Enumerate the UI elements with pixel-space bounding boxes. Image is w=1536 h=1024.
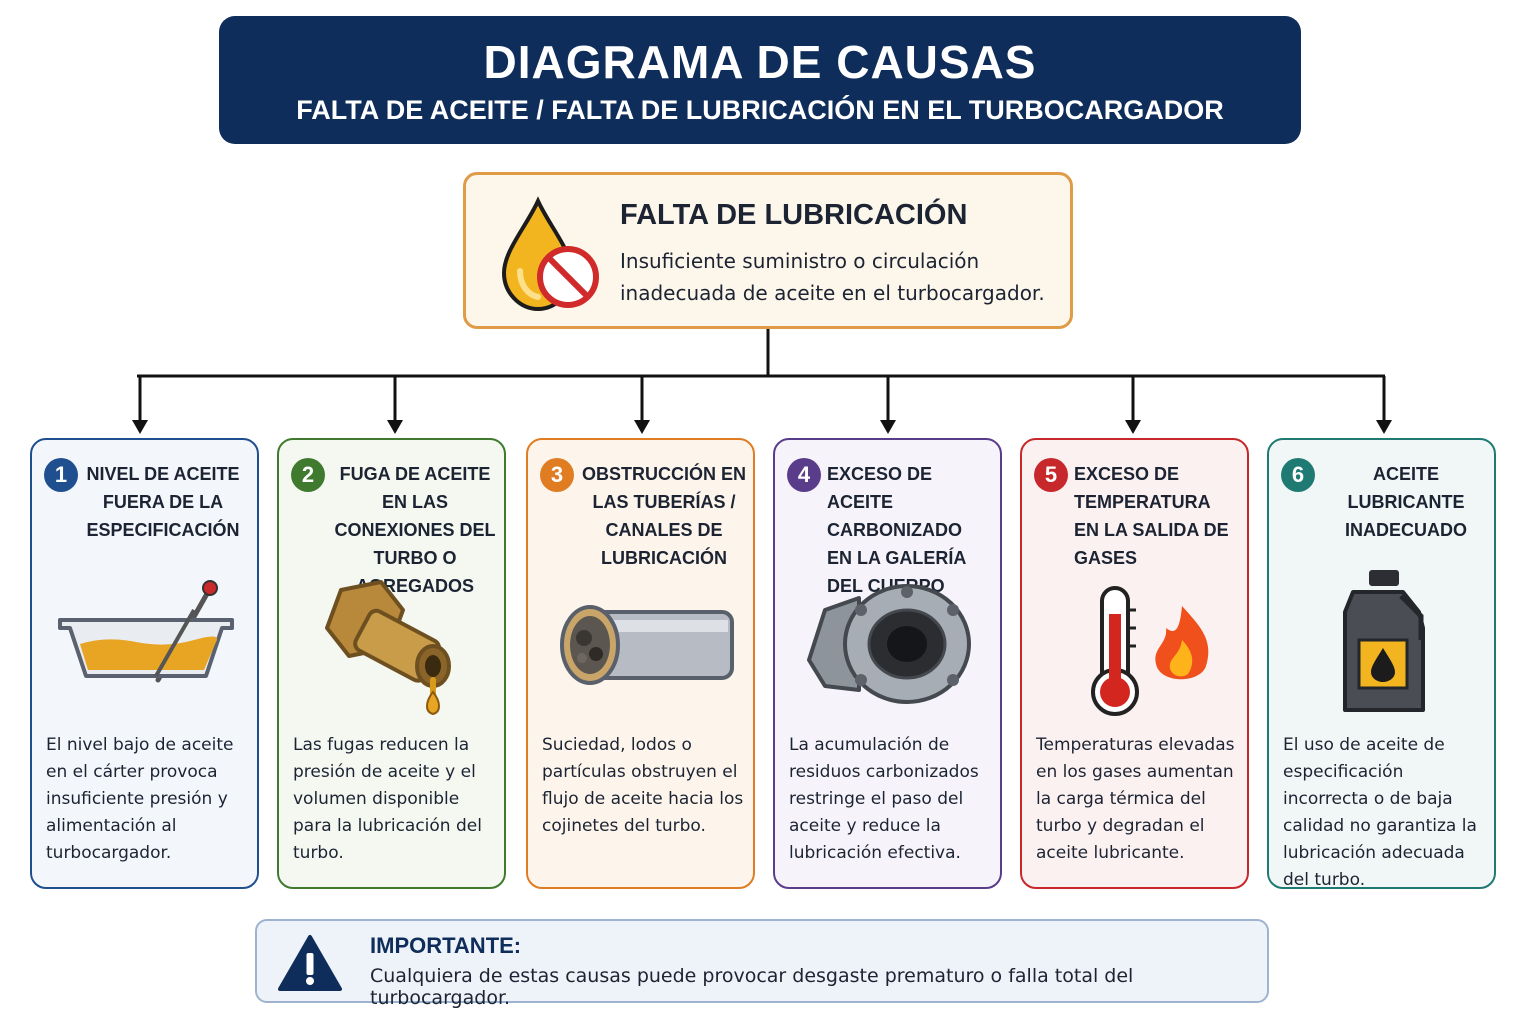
arrowhead-3	[634, 420, 650, 434]
cause-number-badge: 1	[44, 458, 78, 492]
cause-card-6: 6 ACEITE LUBRICANTE INADECUADO El uso de…	[1267, 438, 1496, 890]
cause-number-badge: 2	[291, 458, 325, 492]
cause-title: EXCESO DE TEMPERATURA EN LA SALIDA DE GA…	[1074, 464, 1229, 568]
arrowhead-1	[132, 420, 148, 434]
cause-description: El uso de aceite de especificación incor…	[1283, 735, 1477, 890]
arrowhead-6	[1376, 420, 1392, 434]
arrowhead-4	[880, 420, 896, 434]
cause-card-1: 1 NIVEL DE ACEITE FUERA DE LA ESPECIFICA…	[30, 438, 259, 889]
important-text: Cualquiera de estas causas puede provoca…	[370, 965, 1134, 1009]
turbo-center-housing-icon	[807, 584, 971, 704]
cause-number-badge: 6	[1281, 458, 1315, 492]
cause-title: NIVEL DE ACEITE FUERA DE LA ESPECIFICACI…	[86, 464, 240, 540]
cause-title: OBSTRUCCIÓN EN LAS TUBERÍAS / CANALES DE…	[581, 464, 746, 568]
cause-card-5: 5 EXCESO DE TEMPERATURA EN LA SALIDA DE …	[1020, 438, 1249, 889]
cause-number-badge: 3	[540, 458, 574, 492]
thermometer-flame-icon	[1091, 586, 1209, 716]
cause-title: ACEITE LUBRICANTE INADECUADO	[1344, 464, 1467, 540]
cause-description: Temperaturas elevadas en los gases aumen…	[1036, 735, 1235, 863]
header-banner: DIAGRAMA DE CAUSAS FALTA DE ACEITE / FAL…	[219, 16, 1301, 144]
important-title: IMPORTANTE:	[370, 933, 522, 958]
leaking-fitting-icon	[325, 580, 451, 716]
cause-description: El nivel bajo de aceite en el cárter pro…	[46, 735, 234, 863]
cause-description: Suciedad, lodos o partículas obstruyen e…	[542, 735, 744, 836]
cause-description: Las fugas reducen la presión de aceite y…	[293, 735, 482, 863]
oil-drop-prohibited-icon	[501, 196, 599, 312]
clogged-pipe-icon	[560, 605, 734, 685]
main-problem-description: Insuficiente suministro o circulación in…	[620, 249, 1045, 305]
oil-bottle-icon	[1343, 570, 1425, 712]
cause-description: La acumulación de residuos carbonizados …	[789, 735, 979, 863]
page-title: DIAGRAMA DE CAUSAS	[483, 36, 1037, 88]
cause-number-badge: 5	[1034, 458, 1068, 492]
arrowhead-2	[387, 420, 403, 434]
page-subtitle: FALTA DE ACEITE / FALTA DE LUBRICACIÓN E…	[296, 95, 1224, 125]
oil-pan-dipstick-icon	[58, 580, 234, 683]
important-note: IMPORTANTE: Cualquiera de estas causas p…	[255, 919, 1269, 1009]
arrowhead-5	[1125, 420, 1141, 434]
cause-title: FUGA DE ACEITE EN LAS CONEXIONES DEL TUR…	[334, 464, 496, 596]
main-problem-box: FALTA DE LUBRICACIÓN Insuficiente sumini…	[463, 172, 1073, 329]
cause-card-3: 3 OBSTRUCCIÓN EN LAS TUBERÍAS / CANALES …	[526, 438, 755, 889]
cause-number-badge: 4	[787, 458, 821, 492]
cause-card-4: 4 EXCESO DE ACEITE CARBONIZADO EN LA GAL…	[773, 438, 1002, 889]
warning-icon	[278, 935, 342, 991]
cause-card-2: 2 FUGA DE ACEITE EN LAS CONEXIONES DEL T…	[277, 438, 506, 889]
main-problem-title: FALTA DE LUBRICACIÓN	[620, 199, 968, 231]
